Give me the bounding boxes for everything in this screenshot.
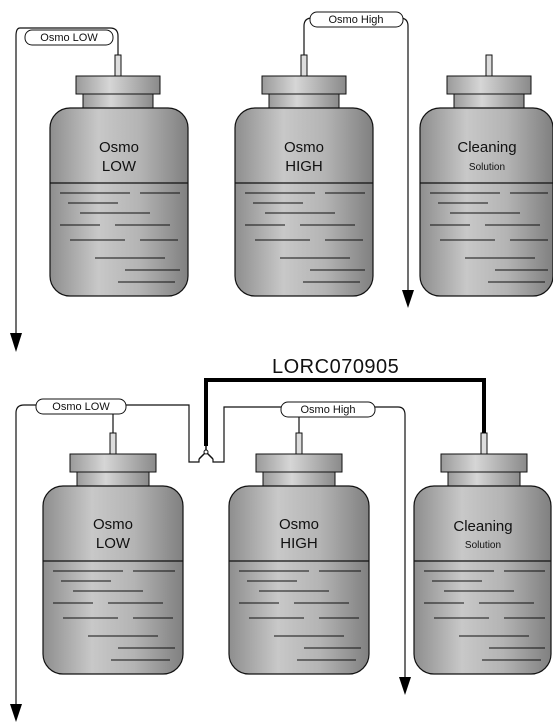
tube-cleaning-thick [204,378,486,446]
bottle-label-line1: Osmo [279,516,319,533]
tube-tag-label: Osmo High [328,14,383,26]
bottle-label-line2: LOW [96,535,131,552]
tube-osmo-low-top [15,27,119,335]
bottle-osmo-low-bottom: Osmo LOW [42,432,184,675]
flow-arrow-icon [402,290,414,308]
diagram-code-label: LORC070905 [272,356,399,378]
bottle-label-line1: Cleaning [457,139,516,156]
bottle-label-line1: Osmo [284,139,324,156]
top-panel: Osmo LOW Osmo HIGH [10,11,553,352]
bottle-label-line2: HIGH [280,535,318,552]
bottom-panel: Osmo LOW Osmo HIGH [10,378,552,722]
bottle-label-line1: Cleaning [453,518,512,535]
bottle-label-line2: LOW [102,158,137,175]
tube-tag-osmo-low-top [24,29,114,46]
tube-tag-osmo-high-top [309,11,404,28]
bottle-cleaning-solution-bottom: Cleaning Solution [413,432,552,675]
bottle-label-line2: Solution [465,540,501,551]
bottle-label-line1: Osmo [93,516,133,533]
bottle-label-line2: Solution [469,162,505,173]
tube-tag-label: Osmo LOW [40,32,98,44]
tube-tag-label: Osmo High [300,404,355,416]
flow-arrow-icon [10,333,22,352]
flow-arrow-icon [399,677,411,695]
tube-tag-osmo-low-bottom [35,398,127,415]
tube-osmo-high-to-connector [212,406,299,463]
flow-arrow-icon [10,704,22,722]
y-connector-icon [198,446,214,460]
bottle-osmo-high-bottom: Osmo HIGH [228,432,370,675]
tube-tag-osmo-high-bottom [280,401,376,418]
tube-tag-label: Osmo LOW [52,401,110,413]
bottle-label-line1: Osmo [99,139,139,156]
bottle-cleaning-solution-top: Cleaning Solution [419,54,553,297]
bottle-osmo-low-top: Osmo LOW [49,54,189,297]
bottle-osmo-high-top: Osmo HIGH [234,54,374,297]
tube-osmo-low-to-connector [113,404,200,463]
bottle-label-line2: HIGH [285,158,323,175]
